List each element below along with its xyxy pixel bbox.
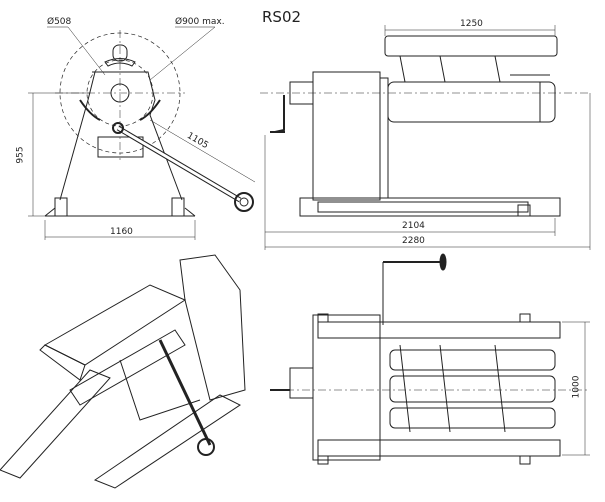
dim-width: 1160: [110, 227, 133, 237]
base-rail-top: [317, 321, 561, 339]
wheel: [234, 192, 254, 212]
isometric-view: [0, 254, 246, 489]
pressure-arm: [384, 35, 558, 57]
dim-length-total: 2280: [402, 236, 425, 246]
housing: [312, 71, 381, 201]
dim-height: 955: [15, 146, 26, 164]
base-frame: [299, 197, 561, 217]
side-view: [260, 25, 591, 250]
model-title: RS02: [262, 8, 302, 26]
frame: [59, 71, 183, 201]
dim-diameter-outer: Ø900 max.: [175, 17, 225, 27]
housing-top: [312, 314, 381, 461]
top-view: [270, 253, 590, 465]
base-rail-bottom: [317, 439, 561, 457]
dim-guide-length: 1250: [460, 19, 483, 29]
dim-diameter-inner: Ø508: [47, 17, 72, 27]
dim-top-width: 1000: [571, 375, 582, 399]
dim-length-inner: 2104: [402, 221, 425, 231]
front-view: [28, 26, 256, 240]
mandrel: [387, 81, 556, 123]
